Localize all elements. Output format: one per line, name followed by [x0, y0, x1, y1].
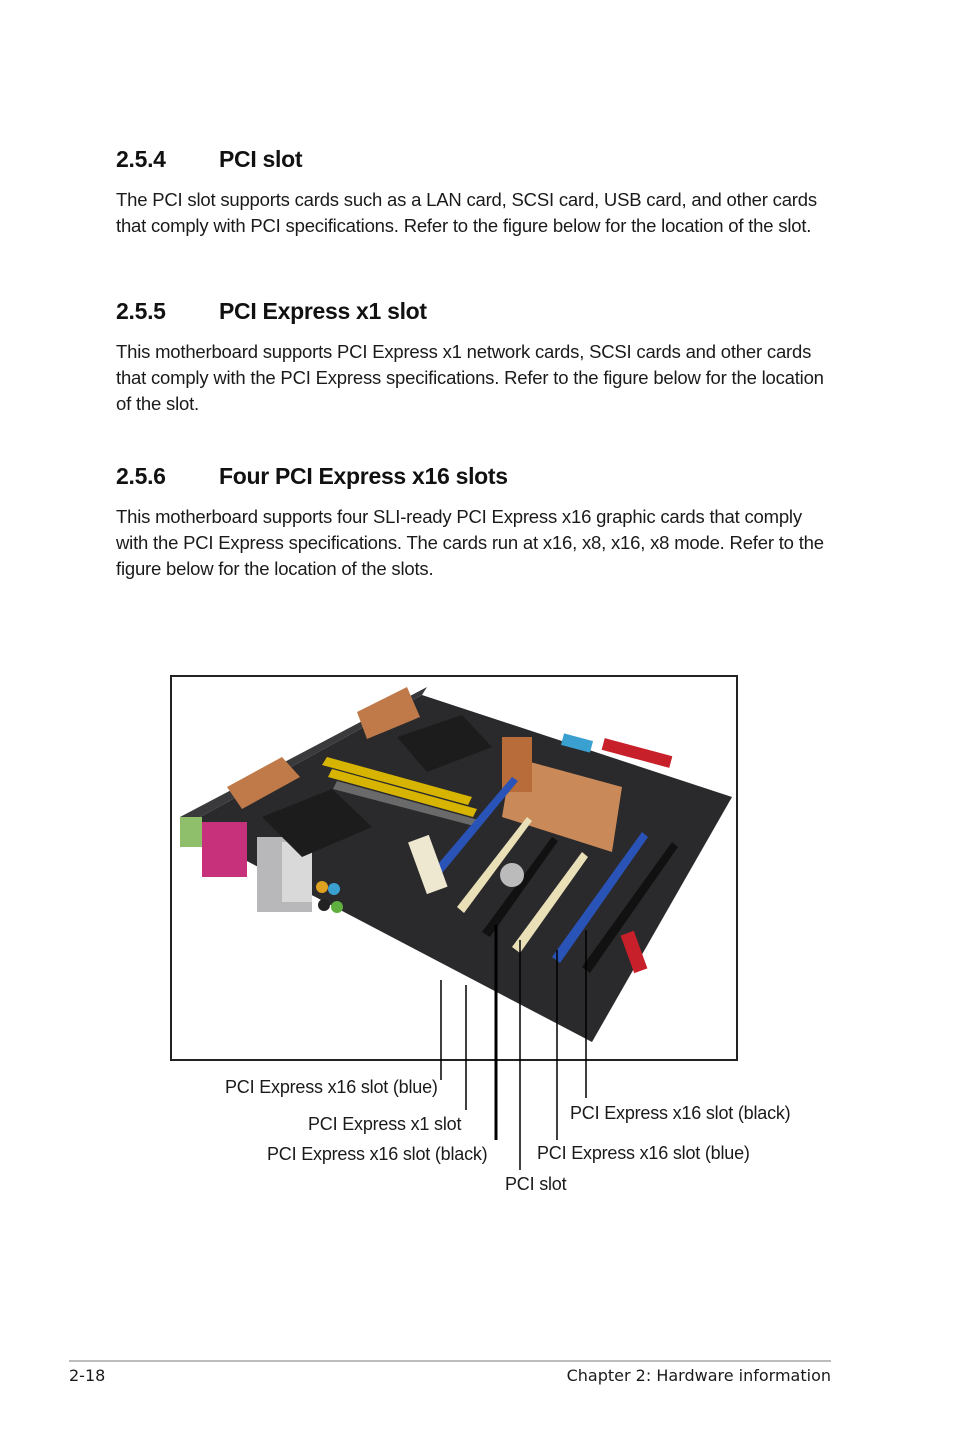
callout-pcie-x16-black-2: PCI Express x16 slot (black): [570, 1103, 791, 1123]
motherboard-illustration: [180, 687, 732, 1042]
callout-pcie-x16-blue-1: PCI Express x16 slot (blue): [225, 1077, 438, 1097]
callout-pcie-x16-black-1: PCI Express x16 slot (black): [267, 1144, 488, 1164]
pcie-x16-blue-2: [552, 832, 648, 963]
cpu-socket-2: [397, 715, 492, 772]
section-title: PCI Express x1 slot: [219, 298, 427, 324]
pcie-x16-blue-1: [427, 777, 518, 883]
callout-pcie-x1: PCI Express x1 slot: [308, 1114, 462, 1134]
section-number: 2.5.6: [116, 463, 166, 489]
chapter-title: Chapter 2: Hardware information: [566, 1366, 831, 1385]
heatsink-left: [227, 757, 300, 809]
callout-pci-slot: PCI slot: [505, 1174, 567, 1194]
pcie-x1-slot: [457, 817, 532, 913]
section-number: 2.5.4: [116, 146, 166, 172]
motherboard-photo: [170, 675, 738, 1061]
pcie-x16-black-1: [482, 837, 558, 937]
callout-pcie-x16-blue-2: PCI Express x16 slot (blue): [537, 1143, 750, 1163]
page-number: 2-18: [69, 1366, 106, 1385]
section-title: Four PCI Express x16 slots: [219, 463, 508, 489]
section-body-pcie-x1: This motherboard supports PCI Express x1…: [116, 341, 824, 414]
section-body-pcie-x16: This motherboard supports four SLI-ready…: [116, 506, 824, 579]
section-title: PCI slot: [219, 146, 303, 172]
ps2-port: [180, 817, 202, 847]
section-heading-pci-slot: 2.5.4 PCI slot: [116, 146, 303, 173]
pcie-x16-black-2: [582, 842, 678, 973]
parallel-port: [202, 822, 247, 877]
section-heading-pcie-x16: 2.5.6 Four PCI Express x16 slots: [116, 463, 508, 490]
cpu-socket-1: [262, 789, 372, 857]
section-number: 2.5.5: [116, 298, 166, 324]
pci-slot: [512, 852, 588, 953]
heatsink-top: [357, 687, 420, 739]
section-heading-pcie-x1: 2.5.5 PCI Express x1 slot: [116, 298, 427, 325]
section-body-pci-slot: The PCI slot supports cards such as a LA…: [116, 189, 817, 236]
footer-rule: [69, 1360, 831, 1362]
